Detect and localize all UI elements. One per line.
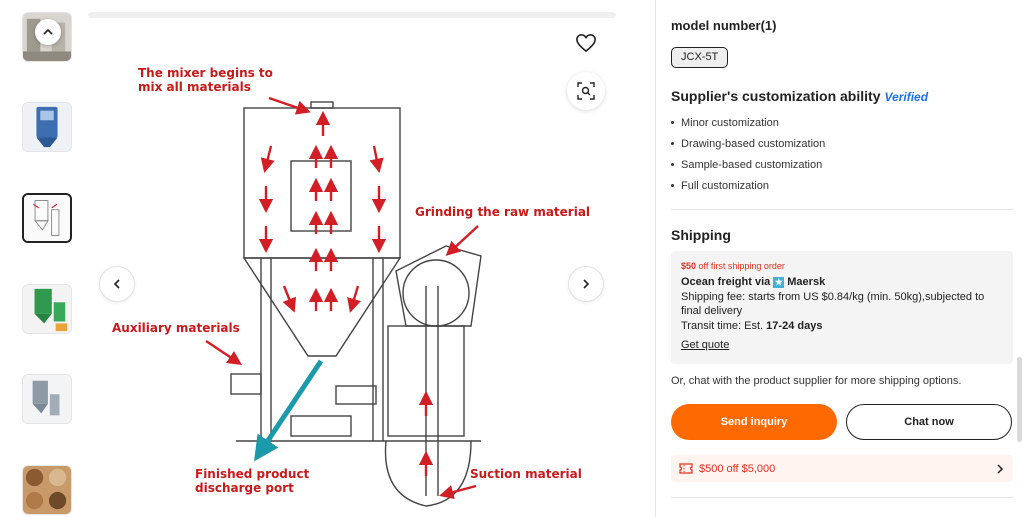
coupon-text: $500 off $5,000 bbox=[699, 462, 776, 475]
label-suction: Suction material bbox=[470, 467, 582, 481]
shipping-heading: Shipping bbox=[671, 227, 731, 243]
thumbnail-4[interactable] bbox=[22, 284, 72, 334]
list-item: Sample-based customization bbox=[671, 158, 825, 179]
next-image-button[interactable] bbox=[568, 266, 604, 302]
list-item: Full customization bbox=[671, 179, 825, 200]
coupon-banner[interactable]: $500 off $5,000 bbox=[671, 455, 1013, 482]
thumbnail-2[interactable] bbox=[22, 102, 72, 152]
chevron-left-icon bbox=[113, 279, 120, 289]
verified-badge: Verified bbox=[884, 90, 929, 104]
ticket-icon bbox=[679, 463, 693, 474]
customization-list: Minor customization Drawing-based custom… bbox=[671, 116, 825, 200]
list-item: Minor customization bbox=[671, 116, 825, 137]
chat-more-options-text: Or, chat with the product supplier for m… bbox=[671, 375, 962, 387]
shipping-promo: $50 off first shipping order bbox=[681, 260, 1003, 272]
mixer-diagram-image bbox=[205, 96, 482, 507]
page-scrollbar[interactable] bbox=[1017, 357, 1022, 442]
panel-divider bbox=[655, 0, 656, 517]
section-divider bbox=[671, 209, 1013, 210]
prev-image-button[interactable] bbox=[99, 266, 135, 302]
favorite-button[interactable] bbox=[572, 30, 600, 56]
customization-heading-text: Supplier's customization ability bbox=[671, 88, 881, 104]
transit-prefix: Transit time: Est. bbox=[681, 320, 767, 332]
chevron-up-icon bbox=[43, 28, 53, 35]
thumbnail-6[interactable] bbox=[22, 465, 72, 515]
chevron-right-icon bbox=[997, 463, 1004, 474]
scan-search-icon bbox=[577, 82, 595, 100]
visual-search-button[interactable] bbox=[567, 72, 605, 110]
shipping-promo-text: off first shipping order bbox=[696, 261, 785, 271]
transit-time: Transit time: Est. 17-24 days bbox=[681, 319, 1003, 333]
chat-now-button[interactable]: Chat now bbox=[846, 404, 1012, 440]
shipping-fee: Shipping fee: starts from US $0.84/kg (m… bbox=[681, 291, 985, 317]
list-item: Drawing-based customization bbox=[671, 137, 825, 158]
chevron-right-icon bbox=[583, 279, 590, 289]
freight-line: Ocean freight via Maersk bbox=[681, 275, 1003, 289]
shipping-promo-amount: $50 bbox=[681, 261, 697, 271]
heart-icon bbox=[576, 33, 596, 53]
thumbnail-strip bbox=[22, 0, 72, 517]
send-inquiry-button[interactable]: Send inquiry bbox=[671, 404, 837, 440]
thumbnail-3[interactable] bbox=[22, 193, 72, 243]
thumbnail-5[interactable] bbox=[22, 374, 72, 424]
transit-value: 17-24 days bbox=[766, 320, 823, 332]
image-top-bar bbox=[88, 12, 616, 18]
label-auxiliary: Auxiliary materials bbox=[112, 321, 240, 335]
model-number-heading: model number(1) bbox=[671, 18, 777, 33]
label-grinding: Grinding the raw material bbox=[415, 205, 591, 219]
carrier-name: Maersk bbox=[787, 276, 826, 288]
section-divider-bottom bbox=[671, 497, 1013, 498]
get-quote-link[interactable]: Get quote bbox=[681, 339, 730, 351]
maersk-star-icon bbox=[773, 275, 785, 289]
freight-prefix: Ocean freight via bbox=[681, 276, 771, 288]
model-option-chip[interactable]: JCX-5T bbox=[671, 47, 729, 68]
thumbnail-scroll-up-button[interactable] bbox=[35, 19, 61, 45]
shipping-box: $50 off first shipping order Ocean freig… bbox=[671, 251, 1013, 364]
